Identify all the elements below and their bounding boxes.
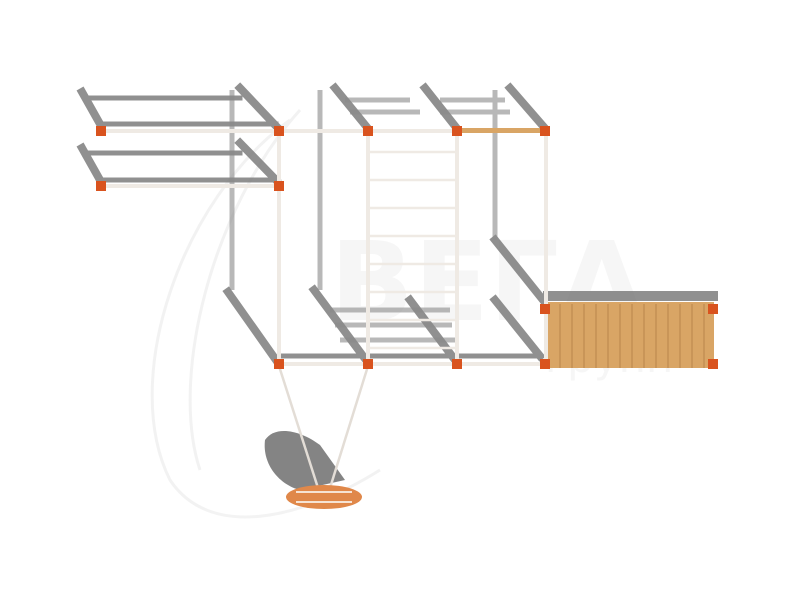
seat-slats xyxy=(296,491,352,503)
corner-cap xyxy=(363,126,373,136)
swing-ropes xyxy=(277,365,370,489)
corner-cap xyxy=(708,359,718,369)
swing-shadow xyxy=(264,430,345,490)
corner-cap xyxy=(96,181,106,191)
corner-cap xyxy=(540,359,550,369)
swing-seat xyxy=(286,485,362,509)
corner-cap xyxy=(708,304,718,314)
corner-cap xyxy=(363,359,373,369)
corner-cap xyxy=(274,359,284,369)
shadow xyxy=(76,82,718,366)
corner-cap xyxy=(274,181,284,191)
corner-cap xyxy=(96,126,106,136)
ladder-rungs xyxy=(370,150,455,350)
wooden-board xyxy=(460,128,542,133)
ladder-shadow xyxy=(229,90,510,343)
wooden-panel xyxy=(548,302,714,368)
corner-cap xyxy=(540,304,550,314)
corner-cap xyxy=(452,359,462,369)
corner-cap xyxy=(274,126,284,136)
corner-cap xyxy=(452,126,462,136)
corner-cap xyxy=(540,126,550,136)
frame-caps xyxy=(96,126,718,369)
